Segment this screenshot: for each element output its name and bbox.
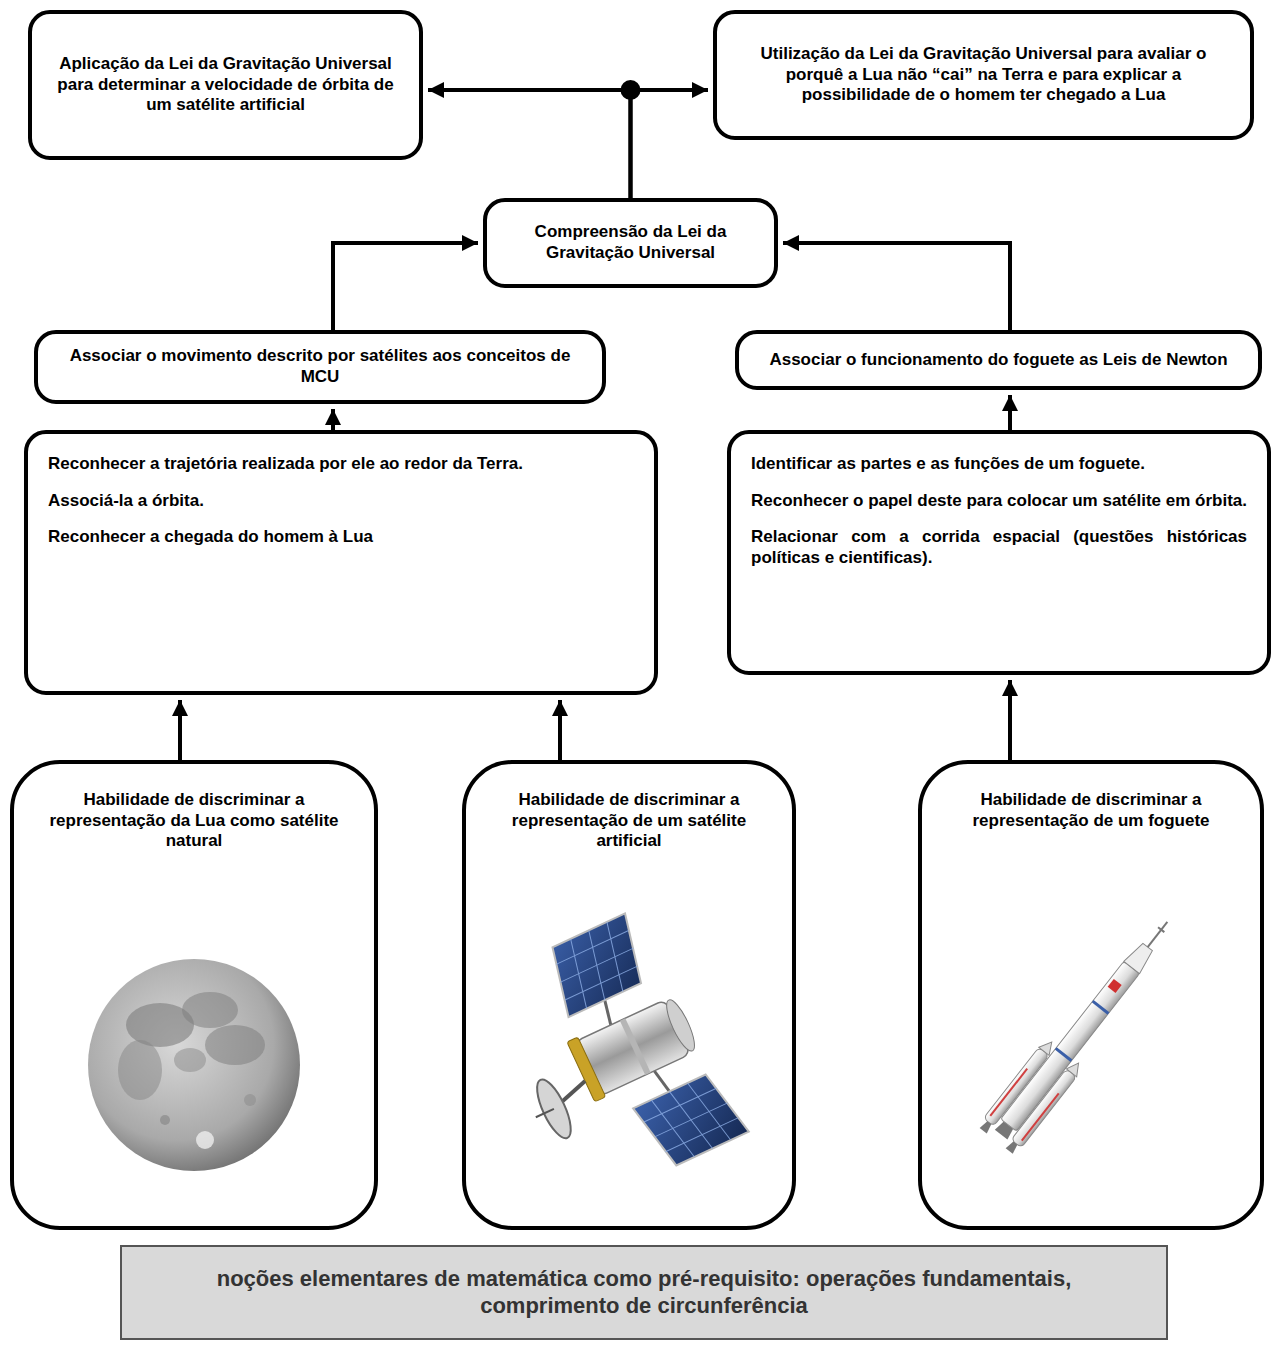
- arrow-connector: [333, 243, 478, 330]
- node-text: Aplicação da Lei da Gravitação Universal…: [48, 54, 403, 116]
- node-text: Reconhecer o papel deste para colocar um…: [751, 491, 1247, 512]
- node-text: Habilidade de discriminar a representaçã…: [946, 790, 1236, 831]
- arrow-connector: [558, 700, 562, 760]
- content-box: Reconhecer a trajetória realizada por el…: [24, 430, 658, 695]
- node-text: noções elementares de matemática como pr…: [152, 1266, 1136, 1320]
- skill-box: Habilidade de discriminar a representaçã…: [462, 760, 796, 1230]
- node-text: Habilidade de discriminar a representaçã…: [38, 790, 350, 852]
- objective-box: Aplicação da Lei da Gravitação Universal…: [28, 10, 423, 160]
- arrow-connector: [331, 409, 335, 430]
- arrow-connector: [178, 700, 182, 760]
- node-text: Reconhecer a trajetória realizada por el…: [48, 454, 634, 475]
- arrow-connector: [1008, 680, 1012, 760]
- prerequisite-band: noções elementares de matemática como pr…: [120, 1245, 1168, 1340]
- node-text: Utilização da Lei da Gravitação Universa…: [733, 44, 1234, 106]
- arrow-connector: [631, 90, 709, 198]
- node-text: Compreensão da Lei da Gravitação Univers…: [503, 222, 758, 263]
- arrow-connector: [783, 243, 1010, 330]
- node-text: Associar o movimento descrito por satéli…: [54, 346, 586, 387]
- arrow-connector: [428, 90, 631, 198]
- node-text: Identificar as partes e as funções de um…: [751, 454, 1247, 475]
- objective-box: Utilização da Lei da Gravitação Universa…: [713, 10, 1254, 140]
- skill-box: Habilidade de discriminar a representaçã…: [10, 760, 378, 1230]
- goal-box: Associar o funcionamento do foguete as L…: [735, 330, 1262, 390]
- rocket-picture: [977, 907, 1186, 1156]
- node-text: Associar o funcionamento do foguete as L…: [755, 350, 1242, 371]
- node-text: Associá-la a órbita.: [48, 491, 634, 512]
- content-box: Identificar as partes e as funções de um…: [727, 430, 1271, 675]
- arrow-connector: [1008, 395, 1012, 430]
- goal-box: Associar o movimento descrito por satéli…: [34, 330, 606, 404]
- node-text: Reconhecer a chegada do homem à Lua: [48, 527, 634, 548]
- moon-picture: [88, 959, 300, 1171]
- skill-box: Habilidade de discriminar a representaçã…: [918, 760, 1264, 1230]
- node-text: Habilidade de discriminar a representaçã…: [490, 790, 768, 852]
- concept-box: Compreensão da Lei da Gravitação Univers…: [483, 198, 778, 288]
- junction-dot: [621, 80, 641, 100]
- satellite-picture: [474, 905, 749, 1211]
- node-text: Relacionar com a corrida espacial (quest…: [751, 527, 1247, 568]
